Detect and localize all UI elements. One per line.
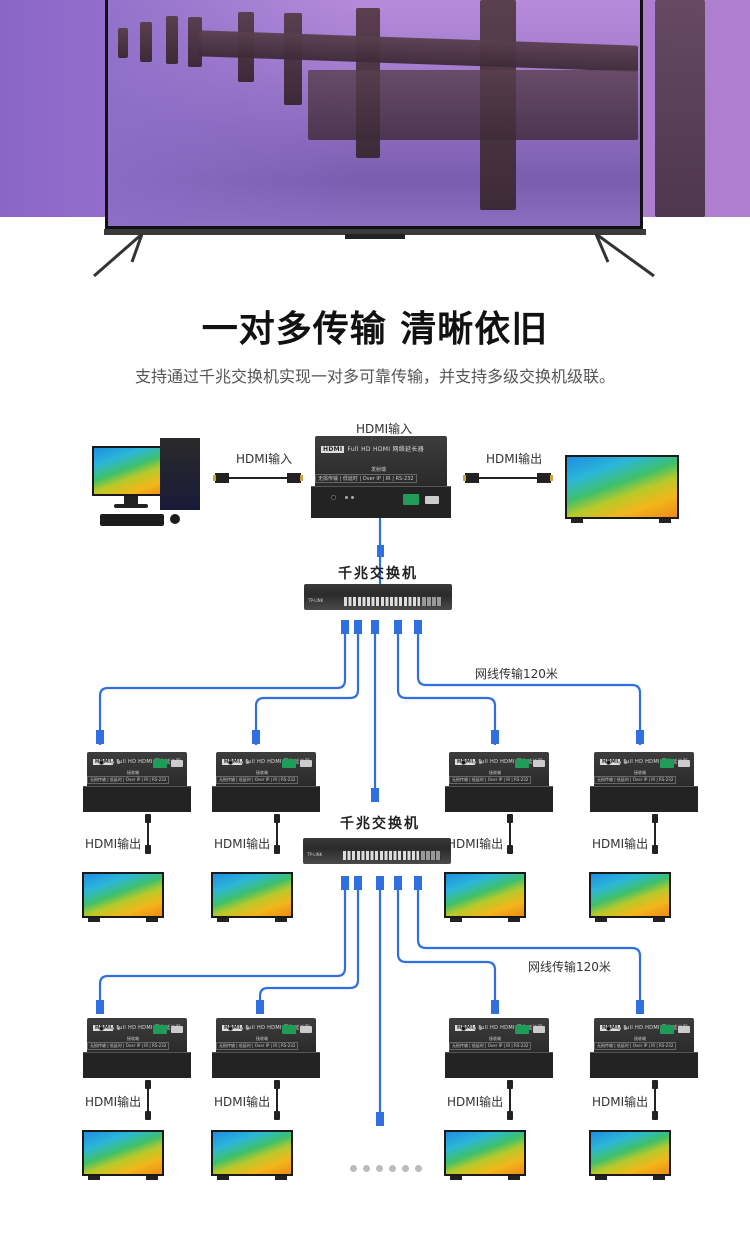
label-hdmi-output-source: HDMI输出	[486, 452, 543, 466]
cable-s1-r1	[98, 630, 347, 745]
hdmi-cable-input	[213, 473, 303, 483]
label-hdmi-output: HDMI输出	[85, 1095, 142, 1109]
label-hdmi-output: HDMI输出	[214, 1095, 271, 1109]
cable-s2-r7	[396, 880, 497, 1012]
hero-tv-image	[0, 0, 750, 290]
label-hdmi-input-top: HDMI输入	[356, 422, 413, 436]
label-hdmi-output: HDMI输出	[447, 1095, 504, 1109]
tv-screen	[108, 0, 640, 226]
cable-s1-r2	[254, 630, 360, 745]
hdmi-cable-output	[463, 473, 553, 483]
receiver-display-tv	[211, 1130, 293, 1182]
page-title: 一对多传输 清晰依旧	[201, 309, 549, 350]
receiver-display-tv	[82, 872, 164, 924]
switch2: TP-LINK	[303, 838, 451, 868]
more-devices-indicator	[350, 1157, 428, 1176]
hdmi-cable-vertical	[144, 814, 152, 854]
receiver-display-tv	[211, 872, 293, 924]
hdmi-cable-vertical	[506, 814, 514, 854]
cable-s1-r3	[396, 630, 497, 745]
label-hdmi-output: HDMI输出	[214, 837, 271, 851]
label-hdmi-output: HDMI输出	[592, 1095, 649, 1109]
hdmi-cable-vertical	[651, 814, 659, 854]
cable-s1-r4	[416, 630, 642, 745]
receiver-display-tv	[444, 872, 526, 924]
rope-post	[655, 0, 705, 217]
receiver-display-tv	[589, 1130, 671, 1182]
pc-tower	[160, 438, 200, 510]
cable-s2-r8	[416, 880, 642, 1012]
switch1-label: 千兆交换机	[338, 566, 418, 582]
switch1: TP-LINK	[304, 584, 452, 614]
tv-leg-right	[594, 232, 655, 278]
hdmi-cable-vertical	[651, 1080, 659, 1120]
receiver-display-tv	[444, 1130, 526, 1182]
hdmi-cable-vertical	[506, 1080, 514, 1120]
cable-s2-r6	[258, 880, 360, 1012]
tv-leg-left	[93, 232, 144, 278]
hdmi-cable-vertical	[273, 1080, 281, 1120]
page-subtitle: 支持通过千兆交换机实现一对多可靠传输，并支持多级交换机级联。	[134, 367, 615, 386]
tv-camera	[345, 234, 405, 239]
source-display-tv	[565, 455, 679, 527]
switch2-label: 千兆交换机	[340, 816, 420, 832]
receiver-display-tv	[82, 1130, 164, 1182]
hdmi-cable-vertical	[144, 1080, 152, 1120]
next-section-heading-cut	[0, 1238, 750, 1250]
cable-s2-r5	[98, 880, 347, 1012]
pc-monitor	[92, 446, 170, 496]
label-hdmi-output: HDMI输出	[85, 837, 142, 851]
mouse	[170, 514, 180, 524]
cable-length-label-1: 网线传输120米	[475, 667, 558, 681]
receiver-display-tv	[589, 872, 671, 924]
label-hdmi-input-pc: HDMI输入	[236, 452, 293, 466]
tv-bottom-bar	[104, 229, 646, 235]
source-pc	[92, 438, 202, 530]
label-hdmi-output: HDMI输出	[447, 837, 504, 851]
hdmi-cable-vertical	[273, 814, 281, 854]
keyboard	[100, 514, 164, 526]
label-hdmi-output: HDMI输出	[592, 837, 649, 851]
cable-length-label-2: 网线传输120米	[528, 960, 611, 974]
